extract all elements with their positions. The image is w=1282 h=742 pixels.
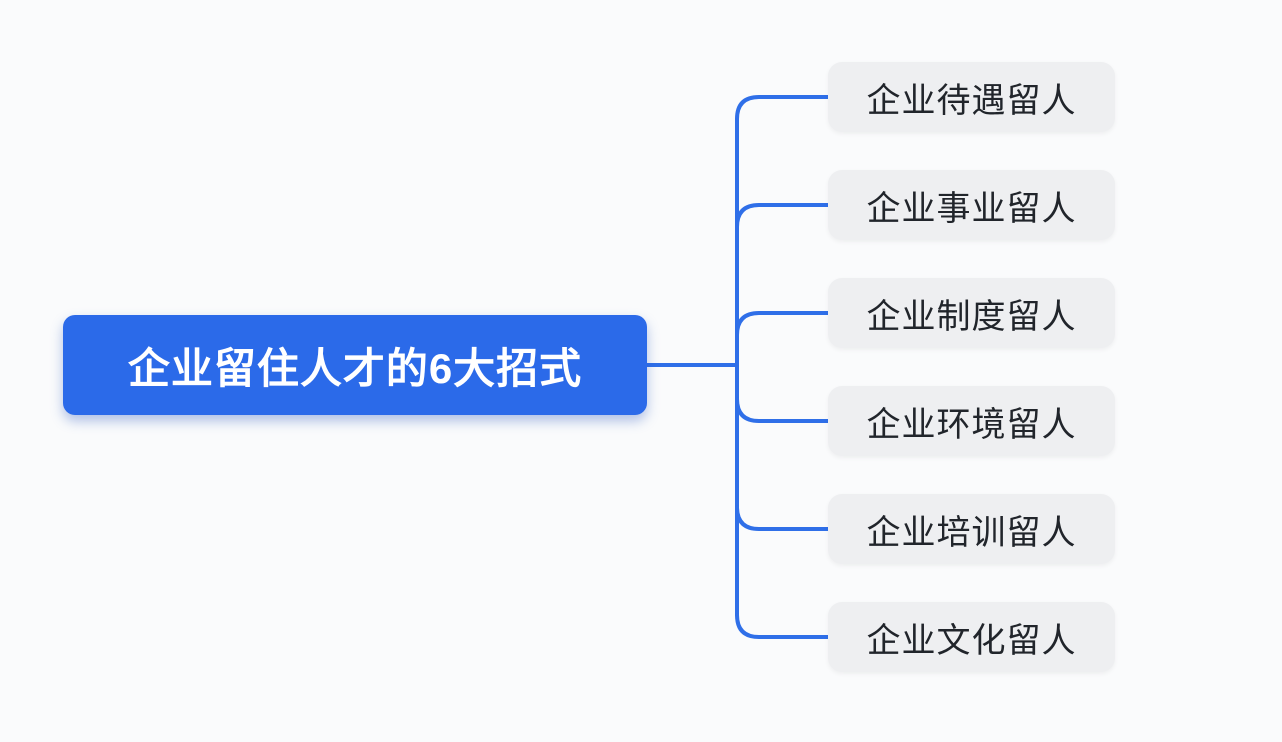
branch-node-label: 企业培训留人 bbox=[866, 513, 1077, 552]
branch-node-4[interactable]: 企业环境留人 bbox=[828, 386, 1115, 456]
root-node-label: 企业留住人才的6大招式 bbox=[127, 344, 583, 392]
branch-node-1[interactable]: 企业待遇留人 bbox=[828, 62, 1115, 132]
branch-node-label: 企业环境留人 bbox=[866, 405, 1077, 444]
connector-path bbox=[735, 397, 830, 423]
branch-node-label: 企业文化留人 bbox=[866, 621, 1077, 660]
branch-node-label: 企业制度留人 bbox=[866, 297, 1077, 336]
connector-path bbox=[735, 95, 830, 121]
connector-path bbox=[735, 613, 830, 639]
connector-path bbox=[735, 311, 830, 337]
branch-node-6[interactable]: 企业文化留人 bbox=[828, 602, 1115, 672]
branch-node-label: 企业待遇留人 bbox=[866, 81, 1077, 120]
branch-node-3[interactable]: 企业制度留人 bbox=[828, 278, 1115, 348]
connector-path bbox=[735, 505, 830, 531]
branch-node-5[interactable]: 企业培训留人 bbox=[828, 494, 1115, 564]
root-node[interactable]: 企业留住人才的6大招式 bbox=[63, 315, 647, 415]
branch-node-2[interactable]: 企业事业留人 bbox=[828, 170, 1115, 240]
branch-node-label: 企业事业留人 bbox=[866, 189, 1077, 228]
connector-path bbox=[735, 203, 830, 229]
